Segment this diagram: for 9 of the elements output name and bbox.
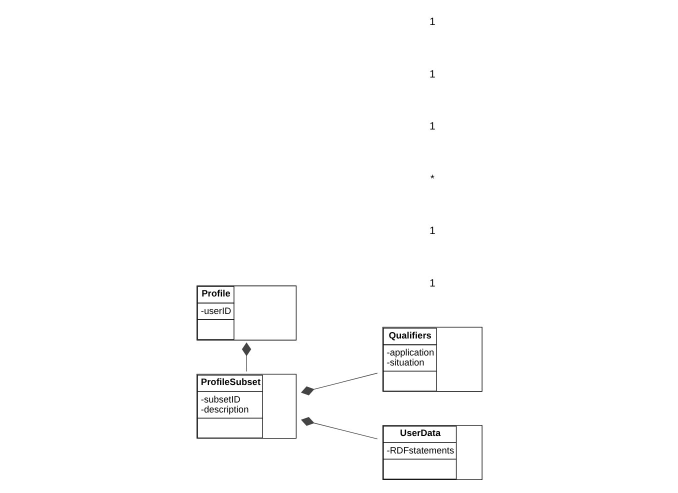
label: 1 [429,277,435,290]
label: 1 [429,16,435,28]
connector [300,416,378,440]
connector [300,372,378,396]
label: 1 [429,68,435,80]
label: 1 [429,120,435,133]
label: * [430,172,434,185]
label: 1 [429,225,435,238]
connector [241,342,251,372]
